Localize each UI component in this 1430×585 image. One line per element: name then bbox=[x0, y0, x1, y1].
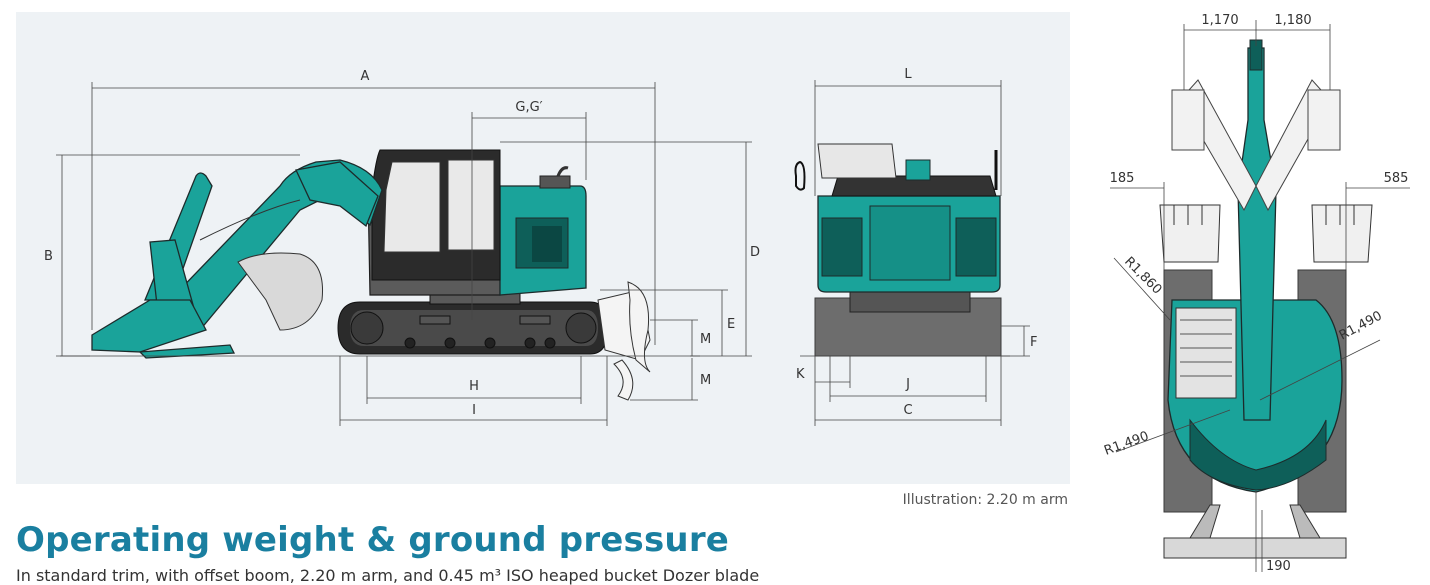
dim-m-upper-label: M bbox=[700, 332, 711, 347]
illustration-caption: Illustration: 2.20 m arm bbox=[902, 492, 1068, 508]
dim-1170-label: 1,170 bbox=[1201, 13, 1238, 28]
dim-r1490-left-label: R1,490 bbox=[1102, 429, 1151, 459]
section-title: Operating weight & ground pressure bbox=[16, 520, 730, 560]
dim-d-label: D bbox=[750, 245, 760, 260]
dim-a-label: A bbox=[361, 69, 370, 84]
dim-h-label: H bbox=[469, 379, 479, 394]
dim-r1860-label: R1,860 bbox=[1121, 254, 1164, 297]
dim-b-label: B bbox=[44, 249, 53, 264]
rear-dimensions: L F K J C bbox=[796, 67, 1037, 426]
side-dimensions: A G,G′ B D E M M H I bbox=[44, 69, 760, 426]
excavator-side-view bbox=[91, 149, 651, 401]
dim-585-label: 585 bbox=[1384, 171, 1409, 186]
excavator-rear-view bbox=[794, 143, 1002, 357]
dim-k-label: K bbox=[796, 367, 805, 382]
dim-1180-label: 1,180 bbox=[1274, 13, 1311, 28]
dim-c-label: C bbox=[903, 403, 912, 418]
dim-190-label: 190 bbox=[1266, 559, 1291, 574]
top-view-diagram: 1,170 1,180 185 585 R1,860 R1,490 R1,490… bbox=[1102, 13, 1410, 574]
side-rear-diagram: A G,G′ B D E M M H I bbox=[44, 67, 1037, 426]
dim-f-label: F bbox=[1030, 335, 1037, 350]
dim-l-label: L bbox=[904, 67, 912, 82]
dim-i-label: I bbox=[472, 403, 476, 418]
dim-185-label: 185 bbox=[1110, 171, 1135, 186]
dim-m-lower-label: M bbox=[700, 373, 711, 388]
section-subtitle: In standard trim, with offset boom, 2.20… bbox=[16, 566, 760, 585]
dim-j-label: J bbox=[905, 377, 910, 392]
dim-e-label: E bbox=[727, 317, 735, 332]
dim-g-label: G,G′ bbox=[515, 100, 542, 115]
